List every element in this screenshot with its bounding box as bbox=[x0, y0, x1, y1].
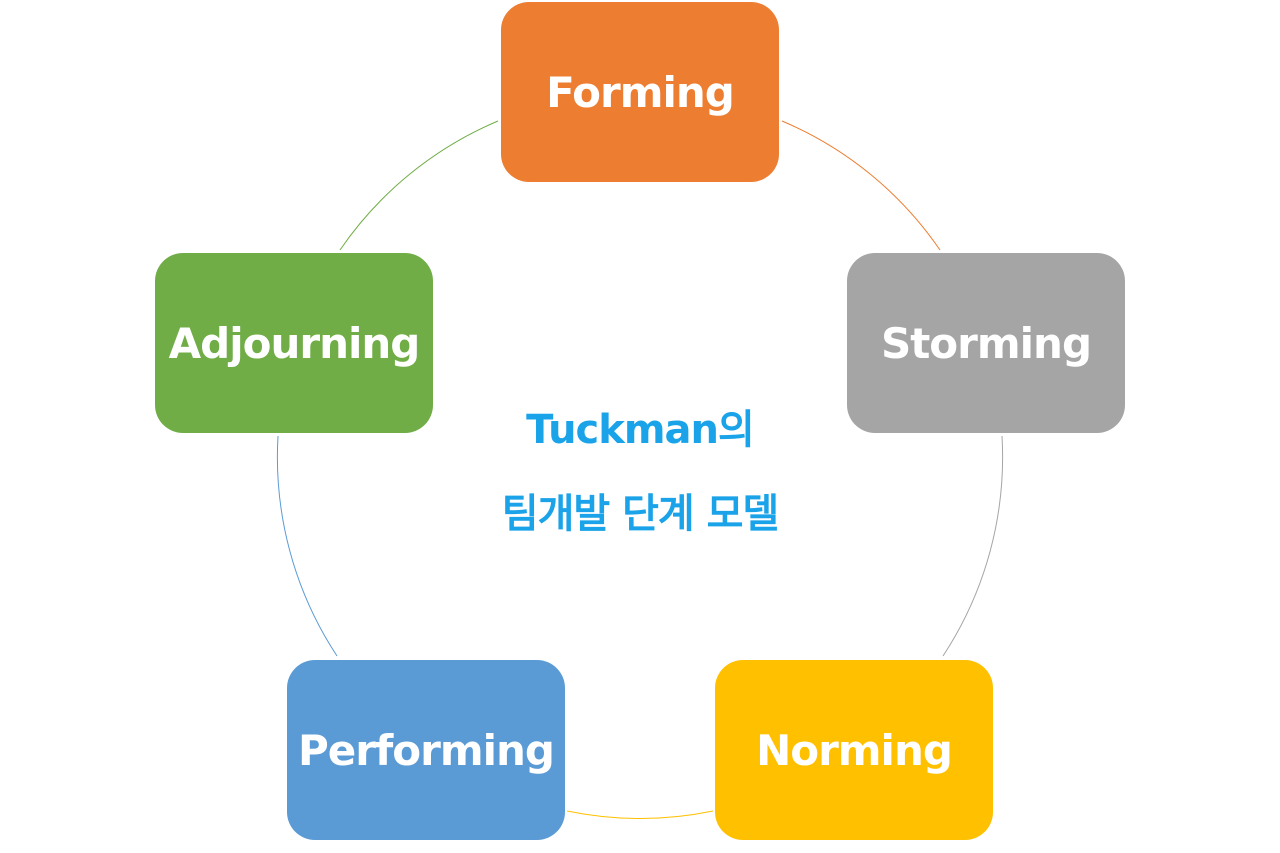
stage-forming-label: Forming bbox=[546, 67, 735, 117]
connector-storming-norming bbox=[942, 435, 1004, 657]
center-title: Tuckman의 팀개발 단계 모델 bbox=[390, 388, 890, 556]
stage-performing-label: Performing bbox=[298, 725, 555, 775]
stage-norming-label: Norming bbox=[756, 725, 953, 775]
stage-norming: Norming bbox=[715, 660, 993, 840]
connector-adjourning-forming bbox=[339, 120, 499, 251]
connector-norming-performing bbox=[566, 810, 714, 819]
center-title-line-1: Tuckman의 bbox=[526, 407, 755, 453]
stage-adjourning-label: Adjourning bbox=[168, 318, 421, 368]
connector-forming-storming bbox=[781, 120, 941, 251]
stage-forming: Forming bbox=[501, 2, 779, 182]
stage-performing: Performing bbox=[287, 660, 565, 840]
stage-adjourning: Adjourning bbox=[155, 253, 433, 433]
connector-performing-adjourning bbox=[276, 435, 338, 657]
stage-storming: Storming bbox=[847, 253, 1125, 433]
center-title-line-2: 팀개발 단계 모델 bbox=[501, 491, 779, 537]
stage-storming-label: Storming bbox=[880, 318, 1092, 368]
